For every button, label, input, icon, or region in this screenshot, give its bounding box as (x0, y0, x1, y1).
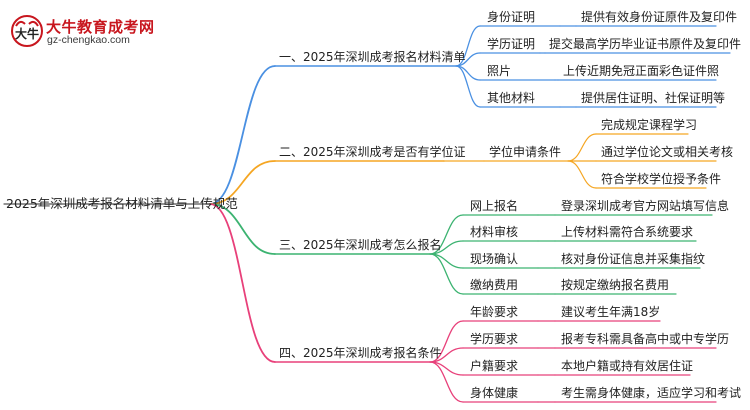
b3-item-4-detail: 按规定缴纳报名费用 (561, 278, 670, 292)
b4-item-3-label: 户籍要求 (470, 359, 519, 373)
b3-item-1-label: 网上报名 (470, 199, 519, 213)
branch-1-title: 一、2025年深圳成考报名材料清单 (279, 50, 466, 64)
b1-item-1-detail: 提供有效身份证原件及复印件 (581, 10, 738, 24)
b4-item-2-label: 学历要求 (470, 332, 519, 346)
b1-item-2-label: 学历证明 (487, 37, 536, 51)
b4-item-3-detail: 本地户籍或持有效居住证 (561, 359, 694, 373)
branch-3-item-1-connector (429, 214, 464, 255)
branch-2-title: 二、2025年深圳成考是否有学位证 (279, 145, 466, 159)
b1-item-3-label: 照片 (487, 64, 512, 78)
branch-4-title: 四、2025年深圳成考报名条件 (279, 346, 442, 360)
b2-child-2: 通过学位论文或相关考核 (601, 145, 734, 159)
site-logo[interactable]: 大牛 大牛教育成考网 gz-chengkao.com (10, 14, 160, 50)
branch-4-connector (209, 203, 276, 363)
b4-item-4-label: 身体健康 (470, 386, 519, 400)
b3-item-3-label: 现场确认 (470, 252, 519, 266)
b4-item-2-detail: 报考专科需具备高中或中专学历 (561, 332, 730, 346)
b3-item-3-detail: 核对身份证信息并采集指纹 (561, 252, 706, 266)
b1-item-4-detail: 提供居住证明、社保证明等 (581, 91, 726, 105)
branch-1-connector (209, 65, 276, 205)
branch-2-child-1-connector (567, 133, 597, 162)
branch-3-connector (209, 203, 276, 255)
bull-logo-icon: 大牛 (11, 15, 43, 47)
b3-item-1-detail: 登录深圳成考官方网站填写信息 (561, 199, 730, 213)
b1-item-3-detail: 上传近期免冠正面彩色证件照 (563, 64, 720, 78)
logo-title: 大牛教育成考网 (46, 18, 155, 36)
b1-item-2-detail: 提交最高学历毕业证书原件及复印件 (549, 37, 742, 51)
b1-item-4-label: 其他材料 (487, 91, 536, 105)
branch-1-item-4-connector (455, 65, 481, 108)
b3-item-2-label: 材料审核 (470, 225, 519, 239)
branch-3-title: 三、2025年深圳成考怎么报名 (279, 238, 442, 252)
b2-item-1-label: 学位申请条件 (489, 145, 562, 159)
branch-1-item-1-connector (455, 25, 481, 67)
branch-3-item-4-connector (429, 253, 464, 295)
branch-2-child-3-connector (567, 160, 597, 189)
b2-child-1: 完成规定课程学习 (601, 118, 698, 132)
branch-4-item-4-connector (429, 361, 464, 403)
b1-item-1-label: 身份证明 (487, 10, 536, 24)
svg-text:大牛: 大牛 (15, 26, 39, 41)
branch-2-connector (209, 160, 276, 205)
logo-url: gz-chengkao.com (47, 34, 130, 46)
branch-4-item-1-connector (429, 320, 464, 363)
b2-child-3: 符合学校学位授予条件 (601, 172, 722, 186)
b3-item-4-label: 缴纳费用 (470, 278, 519, 292)
root-topic: 2025年深圳成考报名材料清单与上传规范 (6, 196, 238, 211)
b4-item-1-detail: 建议考生年满18岁 (561, 305, 661, 319)
b4-item-4-detail: 考生需身体健康，适应学习和考试 (561, 386, 742, 400)
b3-item-2-detail: 上传材料需符合系统要求 (561, 225, 694, 239)
b4-item-1-label: 年龄要求 (470, 305, 519, 319)
